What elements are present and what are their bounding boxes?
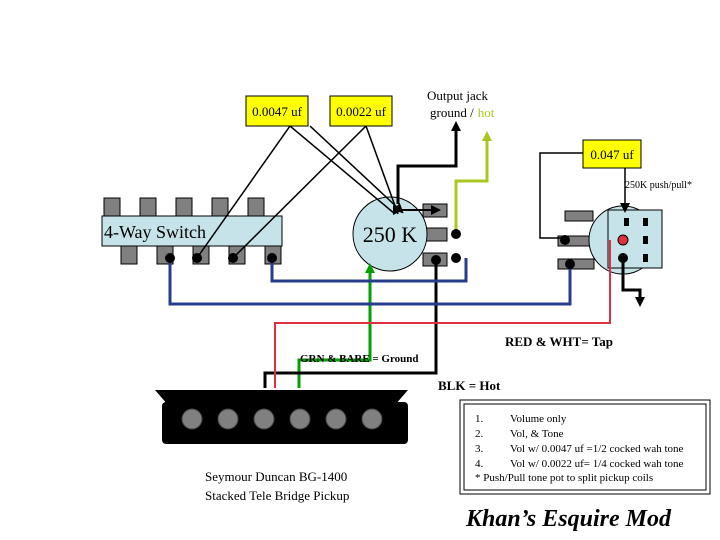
- legend-num-3: 3.: [475, 443, 484, 455]
- legend-text-1: Volume only: [510, 413, 567, 425]
- legend-text-2: Vol, & Tone: [510, 428, 564, 440]
- capacitor-0047: 0.0047 uf: [245, 95, 309, 127]
- tone-ground-wire: [621, 258, 645, 307]
- output-jack-labels: ground / hot: [430, 105, 495, 120]
- legend-num-2: 2.: [475, 428, 484, 440]
- solder-points: [165, 229, 628, 269]
- hot-wire: [263, 260, 438, 388]
- output-jack-hot-label: hot: [478, 105, 495, 120]
- capacitor-047-label: 0.047 uf: [590, 147, 634, 162]
- hot-wire-label: BLK = Hot: [438, 378, 501, 393]
- tap-wire-label: RED & WHT= Tap: [505, 334, 613, 349]
- legend-text-4: Vol w/ 0.0022 uf= 1/4 cocked wah tone: [510, 458, 684, 470]
- tone-cap-wire: [539, 152, 583, 239]
- tap-wire: [274, 240, 611, 388]
- legend-footnote: * Push/Pull tone pot to split pickup coi…: [475, 472, 653, 484]
- cap-to-pot-arrow: [309, 125, 404, 214]
- output-hot-wire: [454, 131, 492, 234]
- output-jack-ground-label: ground /: [430, 105, 474, 120]
- switch-body: [101, 215, 283, 247]
- legend-text-3: Vol w/ 0.0047 uf =1/2 cocked wah tone: [510, 443, 684, 455]
- tap-solder-point: [617, 234, 629, 246]
- legend-box: 1. Volume only 2. Vol, & Tone 3. Vol w/ …: [459, 399, 711, 495]
- four-way-switch: 4-Way Switch: [101, 197, 283, 265]
- output-ground-wire: [396, 121, 461, 204]
- volume-pot-label: 250 K: [363, 222, 418, 247]
- tone-pot-label: 250K push/pull*: [625, 180, 692, 191]
- capacitor-leads: [196, 125, 399, 259]
- legend-num-1: 1.: [475, 413, 484, 425]
- capacitor-0022-label: 0.0022 uf: [336, 104, 387, 119]
- diagram-title: Khan’s Esquire Mod: [465, 506, 672, 532]
- pickup-description: Stacked Tele Bridge Pickup: [205, 488, 349, 503]
- capacitor-047: 0.047 uf: [582, 139, 642, 169]
- pickup-name: Seymour Duncan BG-1400: [205, 469, 347, 484]
- push-pull-switch: [607, 209, 663, 269]
- capacitor-0022: 0.0022 uf: [329, 95, 393, 127]
- switch-to-tone-wire: [168, 258, 572, 306]
- ground-wire: [297, 263, 375, 388]
- volume-pot-body: [352, 196, 428, 272]
- pickup: [155, 390, 408, 444]
- ground-wire-label: GRN & BARE = Ground: [300, 353, 419, 365]
- capacitor-0047-label: 0.0047 uf: [252, 104, 303, 119]
- switch-label: 4-Way Switch: [104, 222, 206, 242]
- switch-to-volume-wire: [270, 258, 468, 283]
- legend-num-4: 4.: [475, 458, 484, 470]
- output-jack-title: Output jack: [427, 88, 489, 103]
